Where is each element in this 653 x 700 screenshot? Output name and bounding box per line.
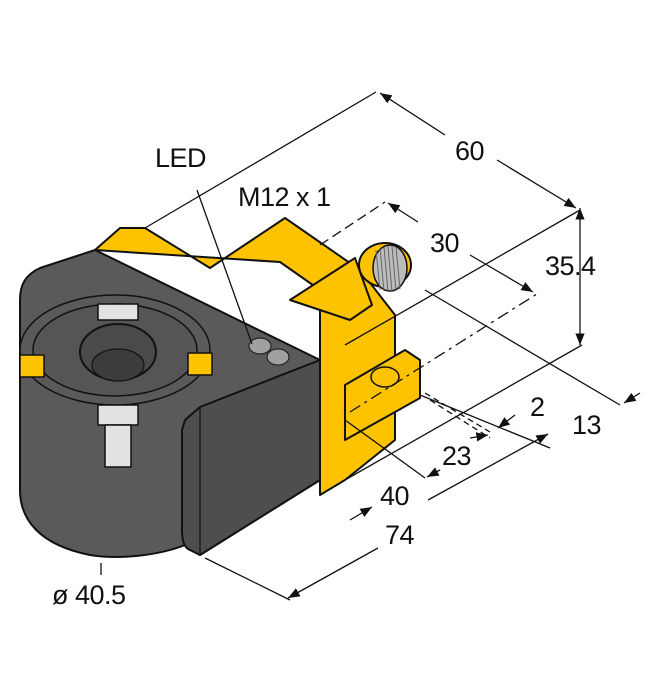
led-1 xyxy=(248,337,272,355)
tab-right-yellow xyxy=(187,352,213,376)
dim-width-body: 40 xyxy=(380,481,410,511)
dim-length-total: 60 xyxy=(455,136,485,166)
dim-flange-depth: 13 xyxy=(572,410,602,440)
tab-top xyxy=(97,303,139,321)
connector-callout: M12 x 1 xyxy=(238,182,331,212)
tab-left-yellow xyxy=(19,354,45,378)
dim-height: 35.4 xyxy=(545,251,596,281)
led-callout: LED xyxy=(155,143,207,173)
dim-width-total: 74 xyxy=(385,520,415,550)
led-2 xyxy=(266,348,290,366)
dark-housing xyxy=(19,249,321,558)
dim-slot-width: 2 xyxy=(530,392,545,422)
slot-key xyxy=(104,424,132,468)
dimension-lines xyxy=(100,91,641,601)
m12-connector xyxy=(358,242,412,293)
dim-diameter: ø 40.5 xyxy=(52,580,126,610)
dim-connector-offset: 30 xyxy=(430,228,460,258)
dim-hole-offset: 23 xyxy=(442,441,472,471)
